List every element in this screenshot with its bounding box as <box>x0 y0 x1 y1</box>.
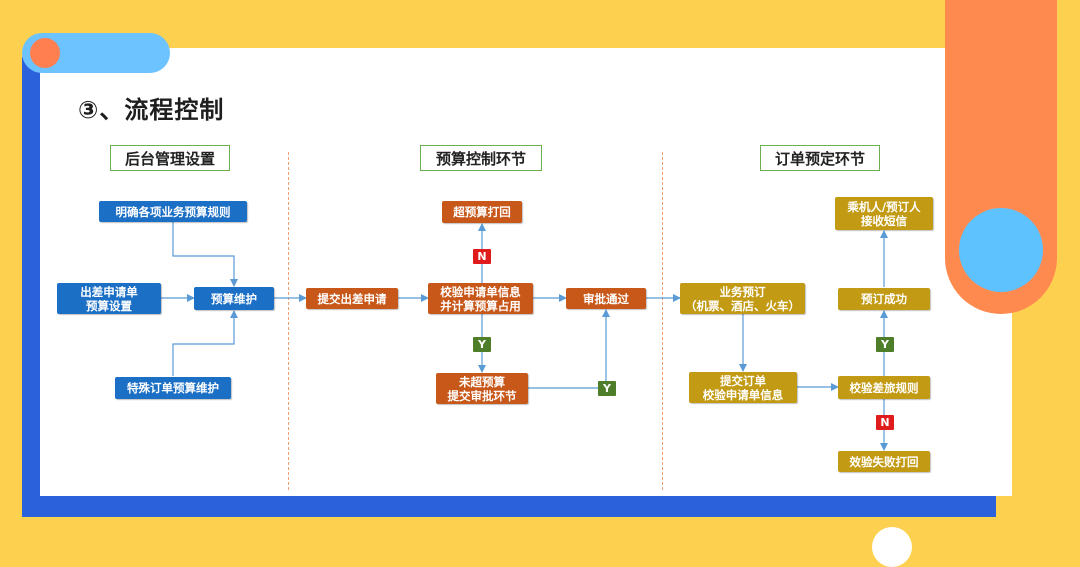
section-budget-title: 预算控制环节 <box>420 145 542 171</box>
node-business-booking: 业务预订 （机票、酒店、火车） <box>680 283 805 314</box>
node-approved: 审批通过 <box>566 288 646 309</box>
decor-dot <box>30 38 60 68</box>
node-submit-order: 提交订单 校验申请单信息 <box>689 372 797 403</box>
tag-no-budget: N <box>473 249 491 264</box>
flow-arrows <box>161 222 888 451</box>
node-submit-trip-request: 提交出差申请 <box>306 288 398 309</box>
node-verify-request-info: 校验申请单信息 并计算预算占用 <box>428 283 533 314</box>
page-title: ③、流程控制 <box>78 96 225 124</box>
node-verify-fail-reject: 效验失败打回 <box>838 451 930 472</box>
section-divider-1 <box>288 152 289 490</box>
content-card <box>40 48 1012 496</box>
section-divider-2 <box>662 152 663 490</box>
node-clear-rules: 明确各项业务预算规则 <box>99 201 247 222</box>
node-receive-sms: 乘机人/预订人 接收短信 <box>835 197 933 230</box>
node-trip-budget-setting: 出差申请单 预算设置 <box>57 283 161 314</box>
tag-no-order: N <box>876 415 894 430</box>
section-backend-title: 后台管理设置 <box>110 145 230 171</box>
tag-yes-approve: Y <box>598 381 616 396</box>
node-verify-travel-rules: 校验差旅规则 <box>838 376 930 399</box>
node-over-budget-reject: 超预算打回 <box>442 201 522 223</box>
node-special-order-maintenance: 特殊订单预算维护 <box>115 377 231 399</box>
tag-yes-budget: Y <box>473 337 491 352</box>
decor-circle <box>959 208 1043 292</box>
node-not-over-budget: 未超预算 提交审批环节 <box>436 373 528 404</box>
tag-yes-order: Y <box>876 337 894 352</box>
section-order-title: 订单预定环节 <box>760 145 880 171</box>
node-booking-success: 预订成功 <box>838 288 930 310</box>
node-budget-maintenance: 预算维护 <box>194 287 274 310</box>
